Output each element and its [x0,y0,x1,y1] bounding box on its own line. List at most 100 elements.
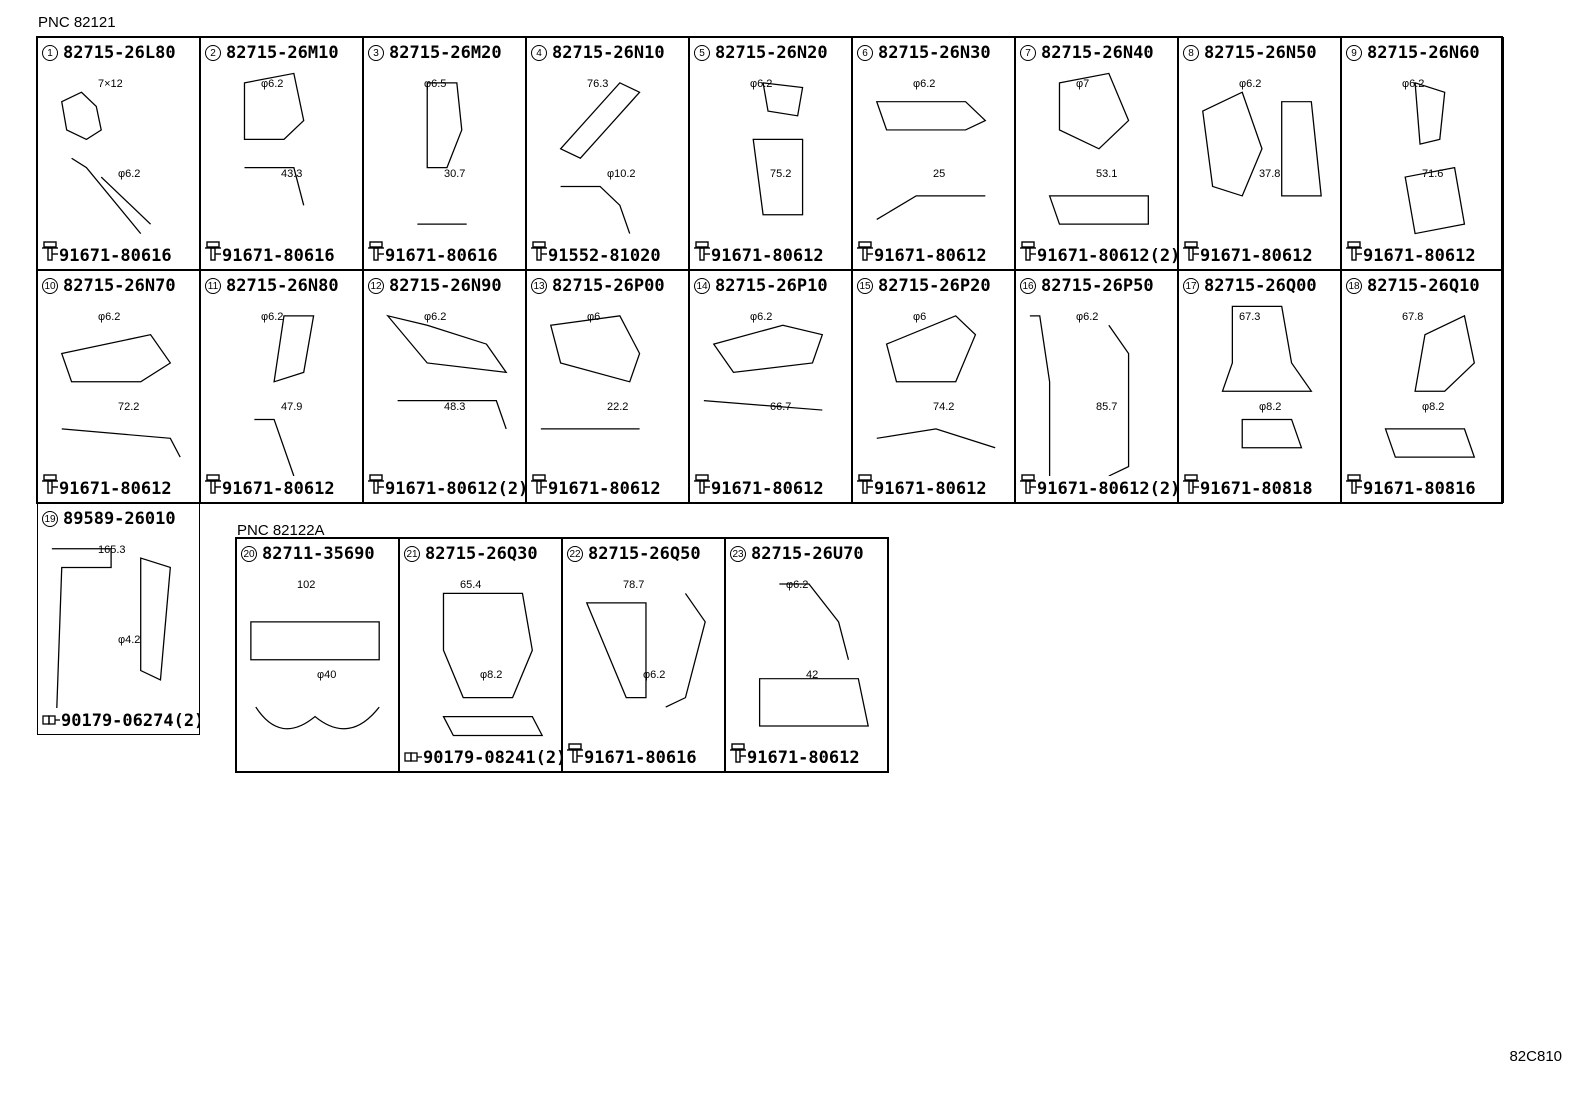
item-number-badge: 4 [531,45,547,61]
pnc-label-82122a: PNC 82122A [237,522,325,539]
fastener-part-number: 91671-80612 [747,748,860,768]
fastener-part-number: 91671-80612 [874,246,987,266]
part-illustration [1020,297,1173,477]
dimension-label: 165.3 [98,544,126,556]
part-header: 11 82715-26N80 [205,276,339,296]
part-illustration [730,565,883,745]
dimension-label: φ6.2 [913,78,936,90]
fastener-part-number: 91671-80612 [874,479,987,499]
part-number: 82715-26P50 [1041,276,1154,296]
dimension-label: φ6.2 [786,579,809,591]
fastener-row: 91671-80612 [694,474,824,499]
fastener-part-number: 91671-80616 [222,246,335,266]
illustration-code: 82C810 [1509,1048,1562,1065]
dimension-label: 74.2 [933,401,955,413]
dimension-label: φ40 [317,669,337,681]
dimension-label: 66.7 [770,401,792,413]
part-number: 82715-26U70 [751,544,864,564]
dimension-label: φ6.5 [424,78,447,90]
fastener-row: 91671-80612 [1183,241,1313,266]
part-number: 82715-26M10 [226,43,339,63]
part-illustration [205,64,358,243]
part-illustration [1183,297,1336,476]
fastener-row: 91671-80612(2) [1020,241,1177,266]
bolt-icon [531,474,547,499]
dimension-label: 78.7 [623,579,645,591]
part-illustration [1346,297,1499,476]
part-number: 82715-26N80 [226,276,339,296]
dimension-label: φ7 [1076,78,1090,90]
dimension-label: φ6.2 [261,311,284,323]
part-number: 82715-26N50 [1204,43,1317,63]
fastener-part-number: 91671-80612 [59,479,172,499]
item-number-badge: 15 [857,278,873,294]
dimension-label: φ6.2 [750,78,773,90]
dimension-label: 67.8 [1402,311,1424,323]
fastener-row: 91671-80612 [1346,241,1476,266]
fastener-part-number: 91671-80612 [1363,246,1476,266]
fastener-part-number: 91671-80612(2) [1037,479,1178,499]
dimension-label: 75.2 [770,168,792,180]
item-number-badge: 21 [404,546,420,562]
fastener-row: 91552-81020 [531,241,661,266]
item-number-badge: 11 [205,278,221,294]
item-number-badge: 23 [730,546,746,562]
part-number: 82715-26Q00 [1204,276,1317,296]
dimension-label: φ8.2 [1259,401,1282,413]
bolt-icon [1346,241,1362,266]
bolt-icon [730,743,746,768]
part-number: 82715-26Q50 [588,544,701,564]
item-number-badge: 9 [1346,45,1362,61]
fastener-row: 91671-80616 [368,241,498,266]
fastener-row: 91671-80818 [1183,474,1313,499]
item-number-badge: 13 [531,278,547,294]
dimension-label: 25 [933,168,946,180]
dimension-label: 7×12 [98,78,123,90]
part-illustration [567,565,720,745]
part-number: 82715-26N20 [715,43,828,63]
part-number: 82715-26P10 [715,276,828,296]
dimension-label: φ6 [913,311,927,323]
fastener-row: 91671-80816 [1346,474,1476,499]
bolt-icon [857,474,873,499]
dimension-label: 85.7 [1096,401,1118,413]
dimension-label: 65.4 [460,579,482,591]
fastener-part-number: 91671-80616 [385,246,498,266]
fastener-row: 91671-80612(2) [368,474,525,499]
part-illustration [531,64,684,243]
item-number-badge: 6 [857,45,873,61]
part-number: 82715-26M20 [389,43,502,63]
item-number-badge: 14 [694,278,710,294]
fastener-row: 91671-80612(2) [1020,474,1178,499]
group-frame-82122a [235,537,889,773]
part-number: 82715-26N30 [878,43,991,63]
dimension-label: 43.3 [281,168,303,180]
bolt-icon [567,743,583,768]
item-number-badge: 20 [241,546,257,562]
part-number: 82715-26L80 [63,43,176,63]
part-illustration [368,64,521,243]
dimension-label: φ8.2 [1422,401,1445,413]
bolt-icon [1183,474,1199,499]
